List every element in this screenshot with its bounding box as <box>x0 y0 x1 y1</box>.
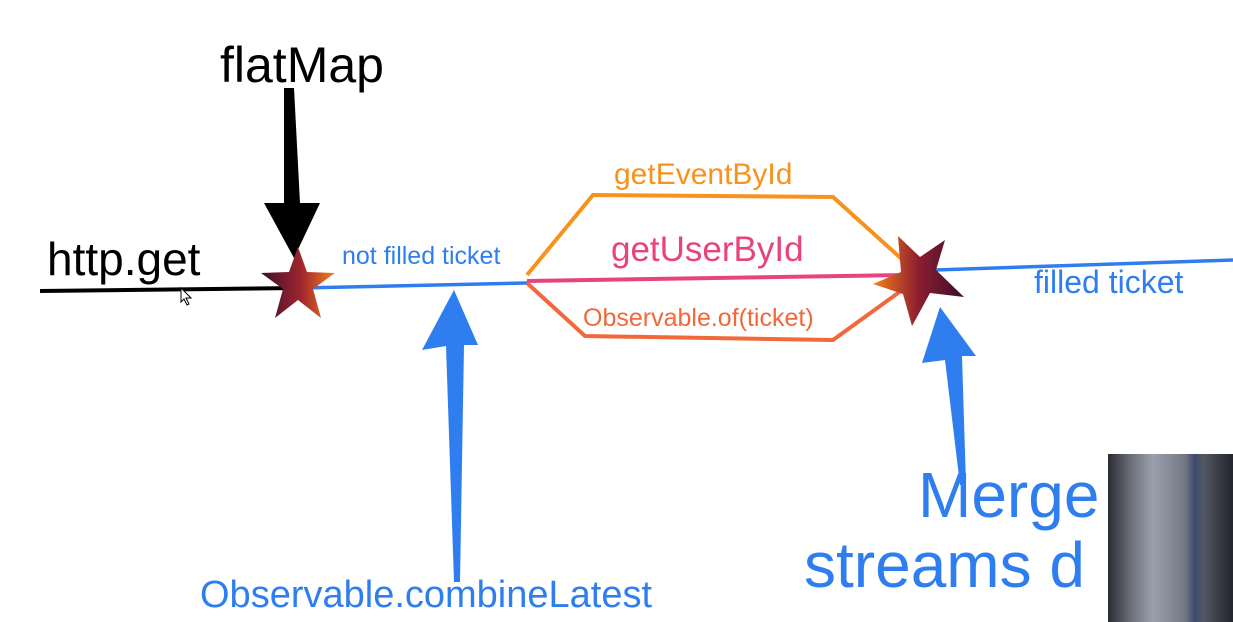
merge-label-line2: streams d <box>804 529 1085 601</box>
http-get-label: http.get <box>47 233 201 285</box>
merge-arrow <box>922 307 976 485</box>
combine-latest-arrow <box>422 290 478 582</box>
merge-label-line1: Merge <box>918 459 1100 531</box>
star-icon <box>873 236 964 326</box>
get-user-by-id-label: getUserById <box>611 230 804 269</box>
filled-ticket-label: filled ticket <box>1034 264 1184 300</box>
http-get-stream-line <box>39 286 301 293</box>
get-event-by-id-branch <box>525 192 907 277</box>
get-user-by-id-branch <box>526 273 906 283</box>
filled-ticket-stream-line <box>934 258 1233 272</box>
combine-latest-label: Observable.combineLatest <box>200 574 653 616</box>
observable-of-branch <box>525 281 907 343</box>
get-event-by-id-label: getEventById <box>614 158 793 191</box>
webcam-overlay <box>1108 454 1233 622</box>
flatmap-arrow <box>264 88 320 258</box>
not-filled-ticket-label: not filled ticket <box>342 242 501 270</box>
flatmap-label: flatMap <box>220 37 384 93</box>
star-icon <box>261 247 335 318</box>
not-filled-ticket-stream-line <box>299 281 528 290</box>
mouse-cursor-icon <box>180 286 193 306</box>
observable-of-label: Observable.of(ticket) <box>583 304 814 332</box>
